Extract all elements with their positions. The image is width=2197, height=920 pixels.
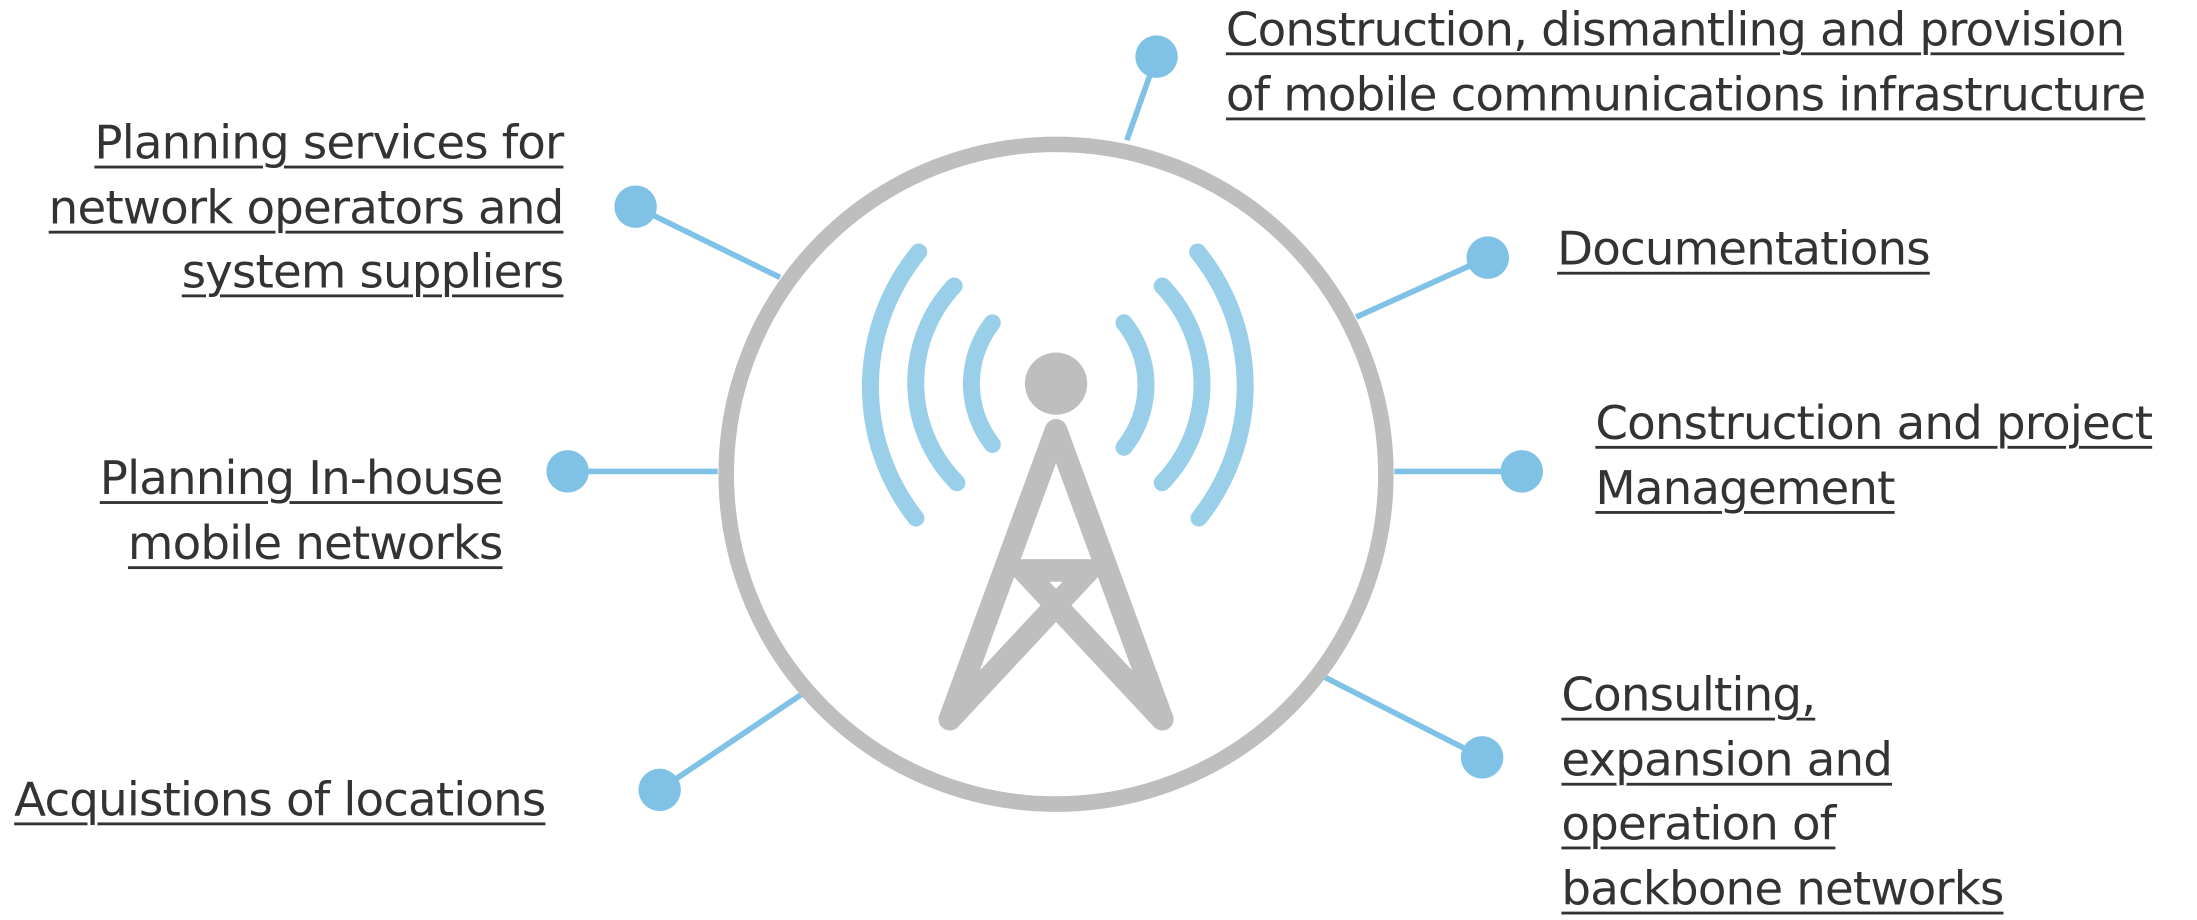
signal-wave-left-inner — [962, 314, 1001, 453]
connector-documentations — [1354, 255, 1489, 320]
tower-cross-brace — [938, 559, 1174, 731]
label-consulting[interactable]: Consulting, expansion and operation of b… — [1561, 663, 2004, 920]
label-construction-pm[interactable]: Construction and project Management — [1595, 391, 2153, 520]
label-construction-dismantling[interactable]: Construction, dismantling and provision … — [1225, 0, 2146, 126]
label-line: Planning services for — [94, 114, 564, 170]
label-line: backbone networks — [1561, 859, 2004, 916]
label-line: Consulting, — [1561, 666, 1816, 722]
label-acquisitions[interactable]: Acquistions of locations — [14, 767, 546, 831]
label-line: of mobile communications infrastructure — [1225, 65, 2146, 122]
connector-acquisitions — [658, 691, 805, 793]
tower-frame — [938, 419, 1174, 731]
label-line: system suppliers — [181, 243, 565, 299]
dot-planning-services[interactable] — [614, 185, 657, 228]
label-line: network operators and — [48, 179, 565, 235]
dot-construction-pm[interactable] — [1500, 450, 1544, 493]
dot-acquisitions[interactable] — [638, 768, 681, 812]
label-documentations[interactable]: Documentations — [1557, 217, 1930, 281]
connectors — [567, 55, 1522, 793]
radio-tower-icon — [861, 243, 1254, 731]
signal-wave-right-outer — [1189, 243, 1254, 527]
signal-wave-right-inner — [1115, 314, 1155, 456]
dot-planning-inhouse[interactable] — [546, 450, 589, 493]
label-line: expansion and — [1561, 731, 1893, 787]
signal-wave-left-middle — [907, 277, 966, 492]
label-line: Acquistions of locations — [14, 771, 546, 827]
label-line: mobile networks — [127, 514, 503, 570]
dot-consulting[interactable] — [1460, 736, 1504, 779]
connector-planning-services — [634, 204, 782, 280]
signal-wave-left-outer — [861, 243, 928, 527]
center-ring — [718, 136, 1394, 812]
label-line: Documentations — [1557, 220, 1930, 277]
label-planning-inhouse[interactable]: Planning In-house mobile networks — [99, 446, 504, 575]
connector-consulting — [1322, 674, 1484, 760]
label-line: Management — [1595, 459, 1895, 515]
label-planning-services[interactable]: Planning services for network operators … — [48, 110, 565, 303]
dot-construction-dismantling[interactable] — [1135, 35, 1178, 78]
label-line: Construction and project — [1595, 394, 2153, 451]
tower-top-ball — [1024, 352, 1088, 415]
endpoints — [546, 35, 1544, 812]
label-line: operation of — [1561, 795, 1836, 851]
label-line: Construction, dismantling and provision — [1225, 1, 2125, 57]
dot-documentations[interactable] — [1466, 236, 1510, 279]
signal-wave-right-middle — [1153, 277, 1211, 492]
label-line: Planning In-house — [99, 450, 504, 506]
